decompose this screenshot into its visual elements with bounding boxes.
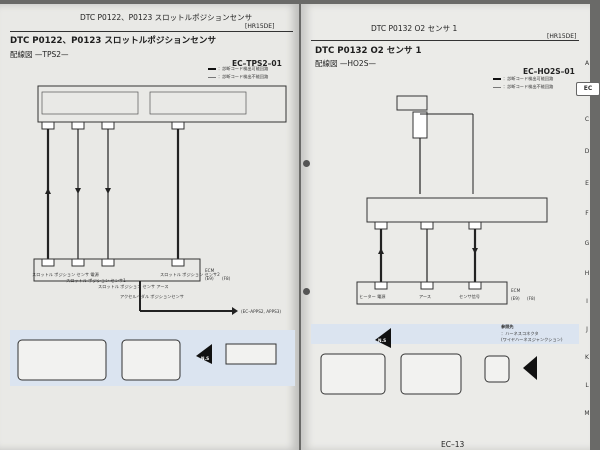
- left-ns-badge: N.S: [201, 356, 210, 361]
- left-ecm-label: ECM: [205, 268, 215, 273]
- side-tab-e[interactable]: E: [585, 180, 589, 187]
- side-tab-g[interactable]: G: [584, 240, 590, 247]
- left-conn-label-1: スロットル ポジション センサ 電源: [32, 272, 99, 277]
- left-legend: ：診断コード検出可能回路 ：診断コード検出不能回路: [208, 66, 268, 80]
- left-running-header: DTC P0122、P0123 スロットルポジションセンサ: [80, 13, 253, 22]
- left-ecm-code-1: (E9): [205, 276, 214, 281]
- right-wiring-label: 配線図 —HO2S—: [315, 59, 376, 68]
- left-wiring-label: 配線図 —TPS2—: [10, 50, 69, 59]
- left-wiring-diagram: [10, 85, 295, 386]
- side-tab-a[interactable]: A: [584, 60, 590, 67]
- left-conn-label-2: スロットル ポジション センサ1: [66, 278, 126, 283]
- right-header-rule: [311, 40, 579, 41]
- left-conn-label-4: スロットル ポジション センサ2: [160, 272, 220, 277]
- side-tab-l[interactable]: L: [585, 382, 589, 389]
- left-conn-label-3: スロットル ポジション センサ アース: [98, 284, 169, 289]
- side-tab-c[interactable]: C: [584, 116, 590, 123]
- left-pedal-label: アクセルペダル ポジションセンサ: [120, 294, 184, 299]
- binder-hole-bottom: [303, 288, 310, 295]
- right-page-number: EC–13: [441, 440, 465, 449]
- side-tab-j[interactable]: J: [586, 326, 588, 333]
- right-conn-label-3: センサ信号: [459, 294, 480, 299]
- right-conn-label-1: ヒーター 電源: [359, 294, 386, 299]
- right-ecm-label: ECM: [511, 288, 521, 293]
- side-tab-i[interactable]: I: [586, 298, 588, 305]
- right-diagram-code: EC–HO2S–01: [523, 67, 575, 76]
- side-tab-d[interactable]: D: [584, 148, 590, 155]
- left-engine-tag: [HR15DE]: [245, 23, 275, 30]
- right-wiring-diagram: [311, 95, 579, 395]
- right-ecm-code-1: (E9): [511, 296, 520, 301]
- side-tab-m[interactable]: M: [584, 410, 590, 417]
- right-engine-tag: [HR15DE]: [547, 33, 577, 40]
- right-conn-label-2: アース: [419, 294, 432, 299]
- left-ref-note: (EC–APPS2, APPS3): [241, 309, 282, 314]
- right-page: DTC P0132 O2 センサ 1 [HR15DE] DTC P0132 O2…: [301, 4, 590, 450]
- side-tab-h[interactable]: H: [584, 270, 590, 277]
- right-legend: ：診断コード検出可能回路 ：診断コード検出不能回路: [493, 76, 553, 90]
- side-tab-ec[interactable]: EC: [576, 82, 600, 96]
- side-tab-k[interactable]: K: [585, 354, 589, 361]
- left-diagram-code: EC–TPS2–01: [232, 59, 282, 68]
- right-ref-note: 参照先: [501, 324, 514, 329]
- left-page: DTC P0122、P0123 スロットルポジションセンサ [HR15DE] D…: [0, 4, 299, 450]
- right-ecm-code-2: (F8): [527, 296, 536, 301]
- right-note-line-1: ：ハーネスコネクタ: [501, 331, 539, 336]
- right-running-header: DTC P0132 O2 センサ 1: [371, 24, 458, 33]
- left-page-title: DTC P0122、P0123 スロットルポジションセンサ: [10, 36, 217, 46]
- right-note-line-2: (ワイヤハーネスジャンクション): [501, 337, 563, 342]
- left-header-rule: [10, 31, 293, 32]
- side-tab-f[interactable]: F: [585, 210, 589, 217]
- right-page-title: DTC P0132 O2 センサ 1: [315, 46, 422, 56]
- binder-hole-top: [303, 160, 310, 167]
- left-ecm-code-2: (F8): [222, 276, 231, 281]
- right-ns-badge: N.S: [378, 338, 387, 343]
